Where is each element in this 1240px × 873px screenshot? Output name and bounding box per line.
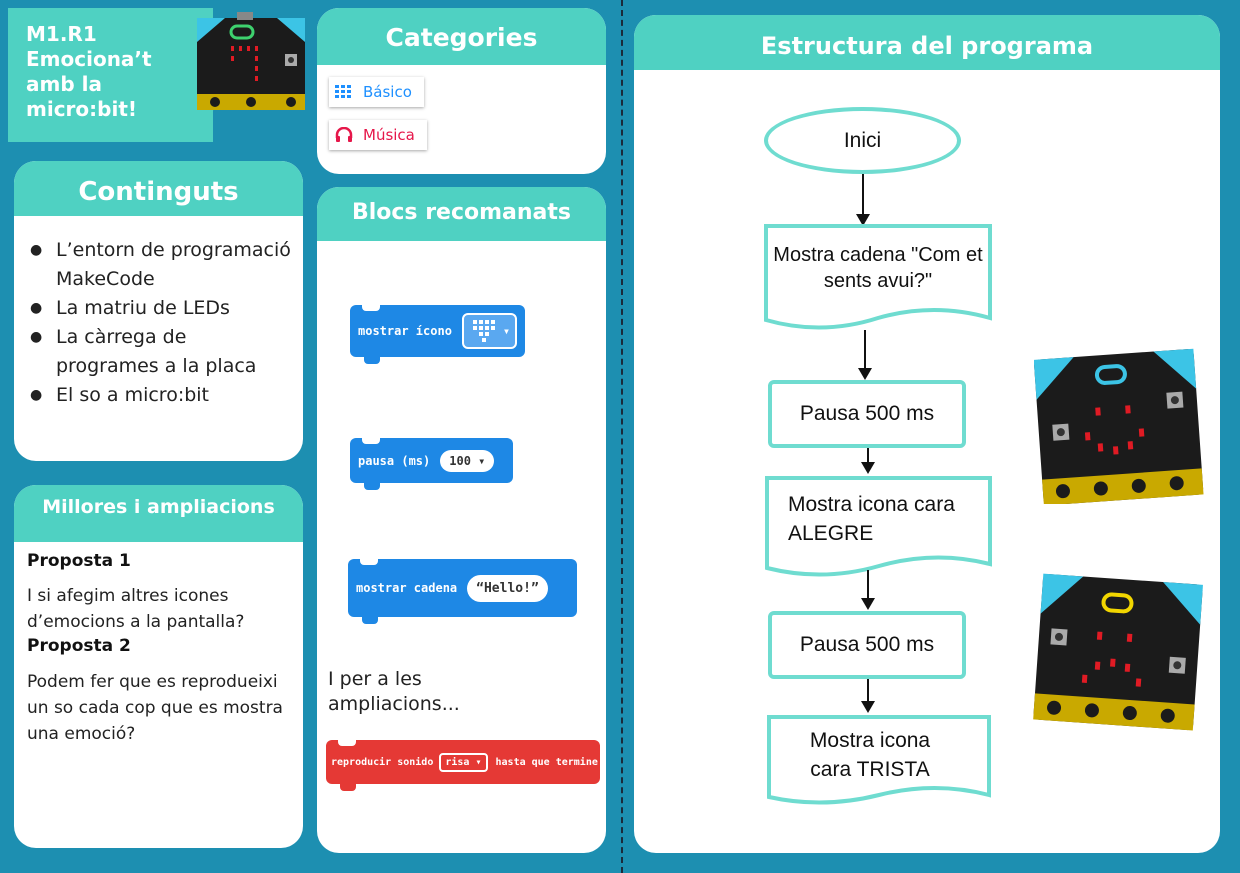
list-item: La matriu de LEDs	[28, 294, 293, 323]
show-icon-block[interactable]: mostrar ícono ▾	[350, 304, 525, 364]
extensions-text: I per a les ampliacions...	[328, 668, 460, 715]
flow-step-4: Pausa 500 ms	[768, 611, 966, 679]
show-icon-label: mostrar ícono	[358, 324, 452, 338]
flow-start-label: Inici	[843, 128, 882, 152]
contents-card: Continguts L’entorn de programació MakeC…	[14, 161, 303, 461]
pause-value: 100	[449, 453, 471, 468]
string-value: Hello!	[483, 580, 531, 596]
improvements-heading: Millores i ampliacions	[14, 485, 303, 542]
show-string-block[interactable]: mostrar cadena “Hello!”	[348, 558, 577, 624]
category-musica-button[interactable]: Música	[329, 120, 427, 150]
sound-value: risa	[445, 756, 470, 768]
flow-step-2-label: Pausa 500 ms	[799, 402, 935, 425]
flow-step-3-shape	[765, 476, 992, 577]
flow-arrow	[861, 448, 875, 474]
page-title: M1.R1 Emociona’t amb la micro:bit!	[26, 22, 152, 121]
flow-step-2: Pausa 500 ms	[768, 380, 966, 448]
list-item: L’entorn de programació MakeCode	[28, 236, 293, 294]
until-done-label: hasta que termine	[495, 756, 598, 768]
chevron-down-icon: ▾	[475, 756, 482, 768]
pause-block[interactable]: pausa (ms) 100 ▾	[350, 437, 513, 490]
proposal-2-text: Podem fer que es reprodueixi un so cada …	[27, 672, 283, 744]
string-value-input[interactable]: “Hello!”	[467, 574, 548, 602]
category-musica-label: Música	[363, 126, 415, 144]
list-item: El so a micro:bit	[28, 381, 293, 410]
title-banner	[8, 8, 213, 142]
flow-arrow	[861, 679, 875, 713]
flow-step-3-label: Mostra icona cara ALEGRE	[788, 493, 955, 545]
proposal-1-text: I si afegim altres icones d’emocions a l…	[27, 586, 245, 632]
headphones-icon	[335, 127, 353, 142]
contents-list: L’entorn de programació MakeCode La matr…	[28, 236, 293, 410]
flow-arrow	[861, 570, 875, 610]
proposal-2-title: Proposta 2	[27, 636, 131, 656]
microbit-image	[197, 12, 305, 110]
heart-icon	[472, 320, 495, 342]
proposal-1-title: Proposta 1	[27, 551, 131, 571]
play-sound-block[interactable]: reproducir sonido risa ▾ hasta que termi…	[326, 739, 600, 791]
flow-start: Inici	[764, 107, 961, 174]
program-heading: Estructura del programa	[634, 15, 1220, 70]
category-basico-label: Básico	[363, 83, 412, 101]
microbit-sad-image	[1033, 573, 1203, 731]
pause-label: pausa (ms)	[358, 453, 431, 468]
flow-step-4-label: Pausa 500 ms	[799, 633, 935, 656]
show-string-label: mostrar cadena	[356, 581, 458, 595]
flow-step-1-shape	[764, 224, 992, 330]
flow-step-1-label: Mostra cadena "Com et sents avui?"	[773, 244, 983, 292]
improvements-card: Millores i ampliacions Proposta 1 I si a…	[14, 485, 303, 848]
categories-card: Categories Básico Música	[317, 8, 606, 174]
microbit-happy-image	[1034, 348, 1204, 504]
flow-step-5-label: Mostra icona cara TRISTA	[809, 729, 931, 781]
category-basico-button[interactable]: Básico	[329, 77, 424, 107]
categories-heading: Categories	[317, 8, 606, 65]
flow-arrow	[856, 174, 870, 226]
list-item: La càrrega de programes a la placa	[28, 323, 293, 381]
flow-arrow	[858, 330, 872, 380]
blocks-heading: Blocs recomanats	[317, 187, 606, 241]
chevron-down-icon: ▾	[502, 324, 511, 338]
column-divider	[621, 0, 623, 873]
pause-value-dropdown[interactable]: 100 ▾	[440, 449, 495, 472]
contents-heading: Continguts	[14, 161, 303, 216]
play-sound-label: reproducir sonido	[331, 756, 434, 768]
flow-step-5-shape	[767, 715, 991, 805]
grid-icon	[335, 85, 351, 98]
blocks-card: Blocs recomanats mostrar ícono ▾ pausa (…	[317, 187, 606, 853]
chevron-down-icon: ▾	[478, 453, 486, 468]
icon-dropdown[interactable]: ▾	[461, 313, 518, 349]
sound-dropdown[interactable]: risa ▾	[439, 752, 488, 772]
